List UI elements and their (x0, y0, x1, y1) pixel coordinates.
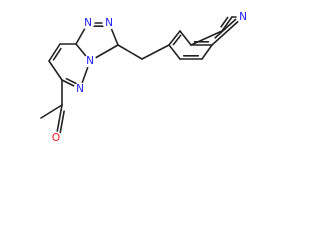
bond-line (141, 44, 170, 60)
bond-line (168, 30, 181, 46)
bond-line (201, 44, 213, 60)
atom-n-bridge: N (83, 54, 97, 68)
atom-n-triazole-top-right-label: N (105, 17, 113, 29)
atom-n-triazole-top-left-label: N (84, 17, 92, 29)
bond-lines (40, 16, 244, 139)
bond-line (221, 16, 233, 32)
bond-line (190, 30, 223, 46)
bond-line (179, 30, 192, 46)
double-bond-inner-line (172, 34, 182, 46)
double-bond-inner-line (214, 18, 237, 39)
atom-n-pyridazine-label: N (76, 83, 84, 95)
double-bond-inner-line (220, 16, 229, 28)
bond-line (168, 44, 181, 60)
bond-line (211, 16, 244, 46)
atom-labels: N N N N N O (49, 10, 250, 145)
atom-n-pyridazine: N (73, 82, 87, 96)
double-bond-inner-line (52, 47, 62, 61)
chemical-structure-diagram: N N N N N O (40, 10, 250, 145)
atom-n-triazole-top-left: N (81, 16, 95, 30)
bond-line (117, 44, 143, 60)
atom-o-carbonyl: O (49, 131, 63, 145)
double-bond-inner-line (59, 110, 65, 134)
atom-o-carbonyl-label: O (52, 132, 60, 144)
atom-n-quinoline: N (236, 10, 250, 24)
atom-n-triazole-top-right: N (102, 16, 116, 30)
atom-n-quinoline-label: N (239, 11, 247, 23)
bond-line (40, 104, 63, 119)
atom-n-bridge-label: N (86, 55, 94, 67)
bond-line (48, 43, 61, 62)
bond-line (48, 60, 63, 81)
